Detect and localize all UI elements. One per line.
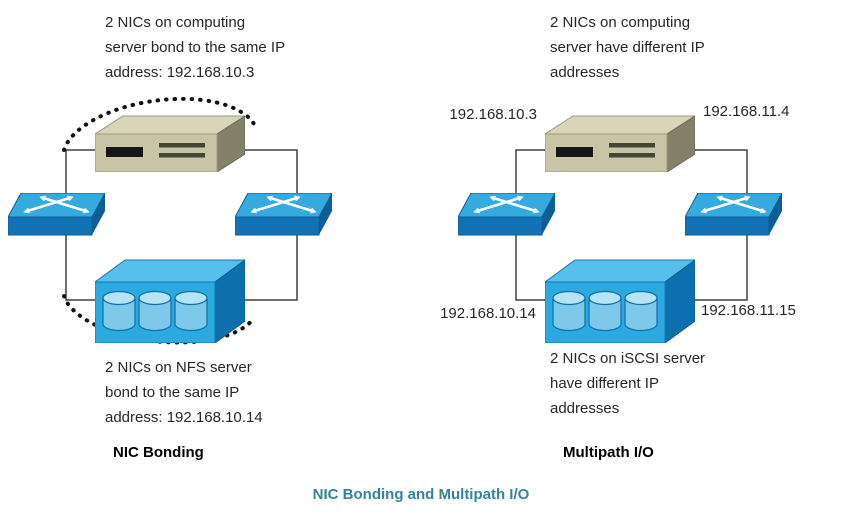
multipath-title: Multipath I/O <box>563 444 654 461</box>
multipath-bottom-note: 2 NICs on iSCSI server have different IP… <box>550 346 705 421</box>
note-line: server bond to the same IP <box>105 39 286 56</box>
ip-label-storage-left: 192.168.10.14 <box>440 305 536 322</box>
note-line: addresses <box>550 400 620 417</box>
nic-bonding-top-note: 2 NICs on computing server bond to the s… <box>105 10 285 85</box>
note-line: server have different IP <box>550 39 705 56</box>
note-line: address: 192.168.10.3 <box>105 64 255 81</box>
note-line: address: 192.168.10.14 <box>105 409 263 426</box>
note-line: 2 NICs on iSCSI server <box>550 350 706 367</box>
note-line: bond to the same IP <box>105 384 240 401</box>
nic-bonding-title: NIC Bonding <box>113 444 204 461</box>
network-switch-icon <box>458 193 555 239</box>
ip-label-storage-right: 192.168.11.15 <box>701 302 796 319</box>
nic-bonding-bottom-note: 2 NICs on NFS server bond to the same IP… <box>105 355 263 430</box>
note-line: addresses <box>550 64 620 81</box>
ip-label-server-right: 192.168.11.4 <box>703 103 790 120</box>
note-line: 2 NICs on computing <box>105 14 246 31</box>
note-line: 2 NICs on computing <box>550 14 691 31</box>
ip-label-server-left: 192.168.10.3 <box>449 106 537 123</box>
computing-server-icon <box>545 114 695 172</box>
storage-server-icon <box>545 258 695 343</box>
note-line: have different IP <box>550 375 659 392</box>
network-switch-icon <box>685 193 782 239</box>
multipath-top-note: 2 NICs on computing server have differen… <box>550 10 705 85</box>
figure-caption: NIC Bonding and Multipath I/O <box>312 486 530 503</box>
note-line: 2 NICs on NFS server <box>105 359 252 376</box>
